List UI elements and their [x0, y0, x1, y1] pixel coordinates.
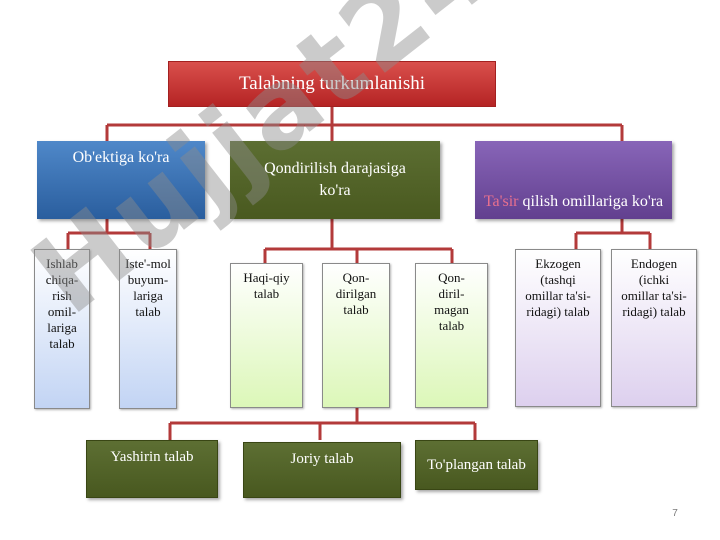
- category-object-box: Ob'ektiga ko'ra: [37, 141, 205, 219]
- category-solvency-box: Qondirilish darajasiga ko'ra: [230, 141, 440, 219]
- leaf-endogenous-demand: Endogen (ichki omillar ta'si-ridagi) tal…: [611, 249, 697, 407]
- leaf-label: Endogen (ichki omillar ta'si-ridagi) tal…: [621, 256, 687, 319]
- category-influence-box: Ta'sir qilish omillariga ko'ra: [475, 141, 672, 219]
- diagram-title: Talabning turkumlanishi: [238, 73, 425, 94]
- category-influence-label: Ta'sir qilish omillariga ko'ra: [479, 191, 669, 213]
- category-influence-suffix: qilish omillariga ko'ra: [518, 193, 664, 210]
- leaf-label: Qon-dirilgan talab: [335, 270, 377, 317]
- leaf-label: Ishlab chiqa-rish omil-lariga talab: [45, 256, 79, 351]
- bottom-hidden-demand: Yashirin talab: [86, 440, 218, 498]
- leaf-label: Iste'-mol buyum-lariga talab: [125, 256, 171, 319]
- category-object-label: Ob'ektiga ko'ra: [72, 149, 170, 166]
- leaf-real-demand: Haqi-qiy talab: [230, 263, 303, 408]
- category-solvency-label: Qondirilish darajasiga ko'ra: [264, 160, 406, 199]
- bottom-label: To'plangan talab: [427, 457, 526, 473]
- bottom-label: Yashirin talab: [110, 449, 194, 465]
- category-influence-prefix: Ta'sir: [483, 193, 519, 210]
- page-number: 7: [672, 508, 678, 519]
- leaf-consumer-goods: Iste'-mol buyum-lariga talab: [119, 249, 177, 409]
- bottom-accumulated-demand: To'plangan talab: [415, 440, 538, 490]
- leaf-label: Haqi-qiy talab: [243, 270, 290, 301]
- diagram-title-box: Talabning turkumlanishi: [168, 61, 496, 107]
- leaf-label: Qon-diril-magan talab: [434, 270, 469, 333]
- bottom-current-demand: Joriy talab: [243, 442, 401, 498]
- leaf-label: Ekzogen (tashqi omillar ta'si-ridagi) ta…: [525, 256, 591, 319]
- leaf-unsatisfied-demand: Qon-diril-magan talab: [415, 263, 488, 408]
- leaf-satisfied-demand: Qon-dirilgan talab: [322, 263, 390, 408]
- leaf-exogenous-demand: Ekzogen (tashqi omillar ta'si-ridagi) ta…: [515, 249, 601, 407]
- leaf-production-factors: Ishlab chiqa-rish omil-lariga talab: [34, 249, 90, 409]
- bottom-label: Joriy talab: [290, 451, 354, 467]
